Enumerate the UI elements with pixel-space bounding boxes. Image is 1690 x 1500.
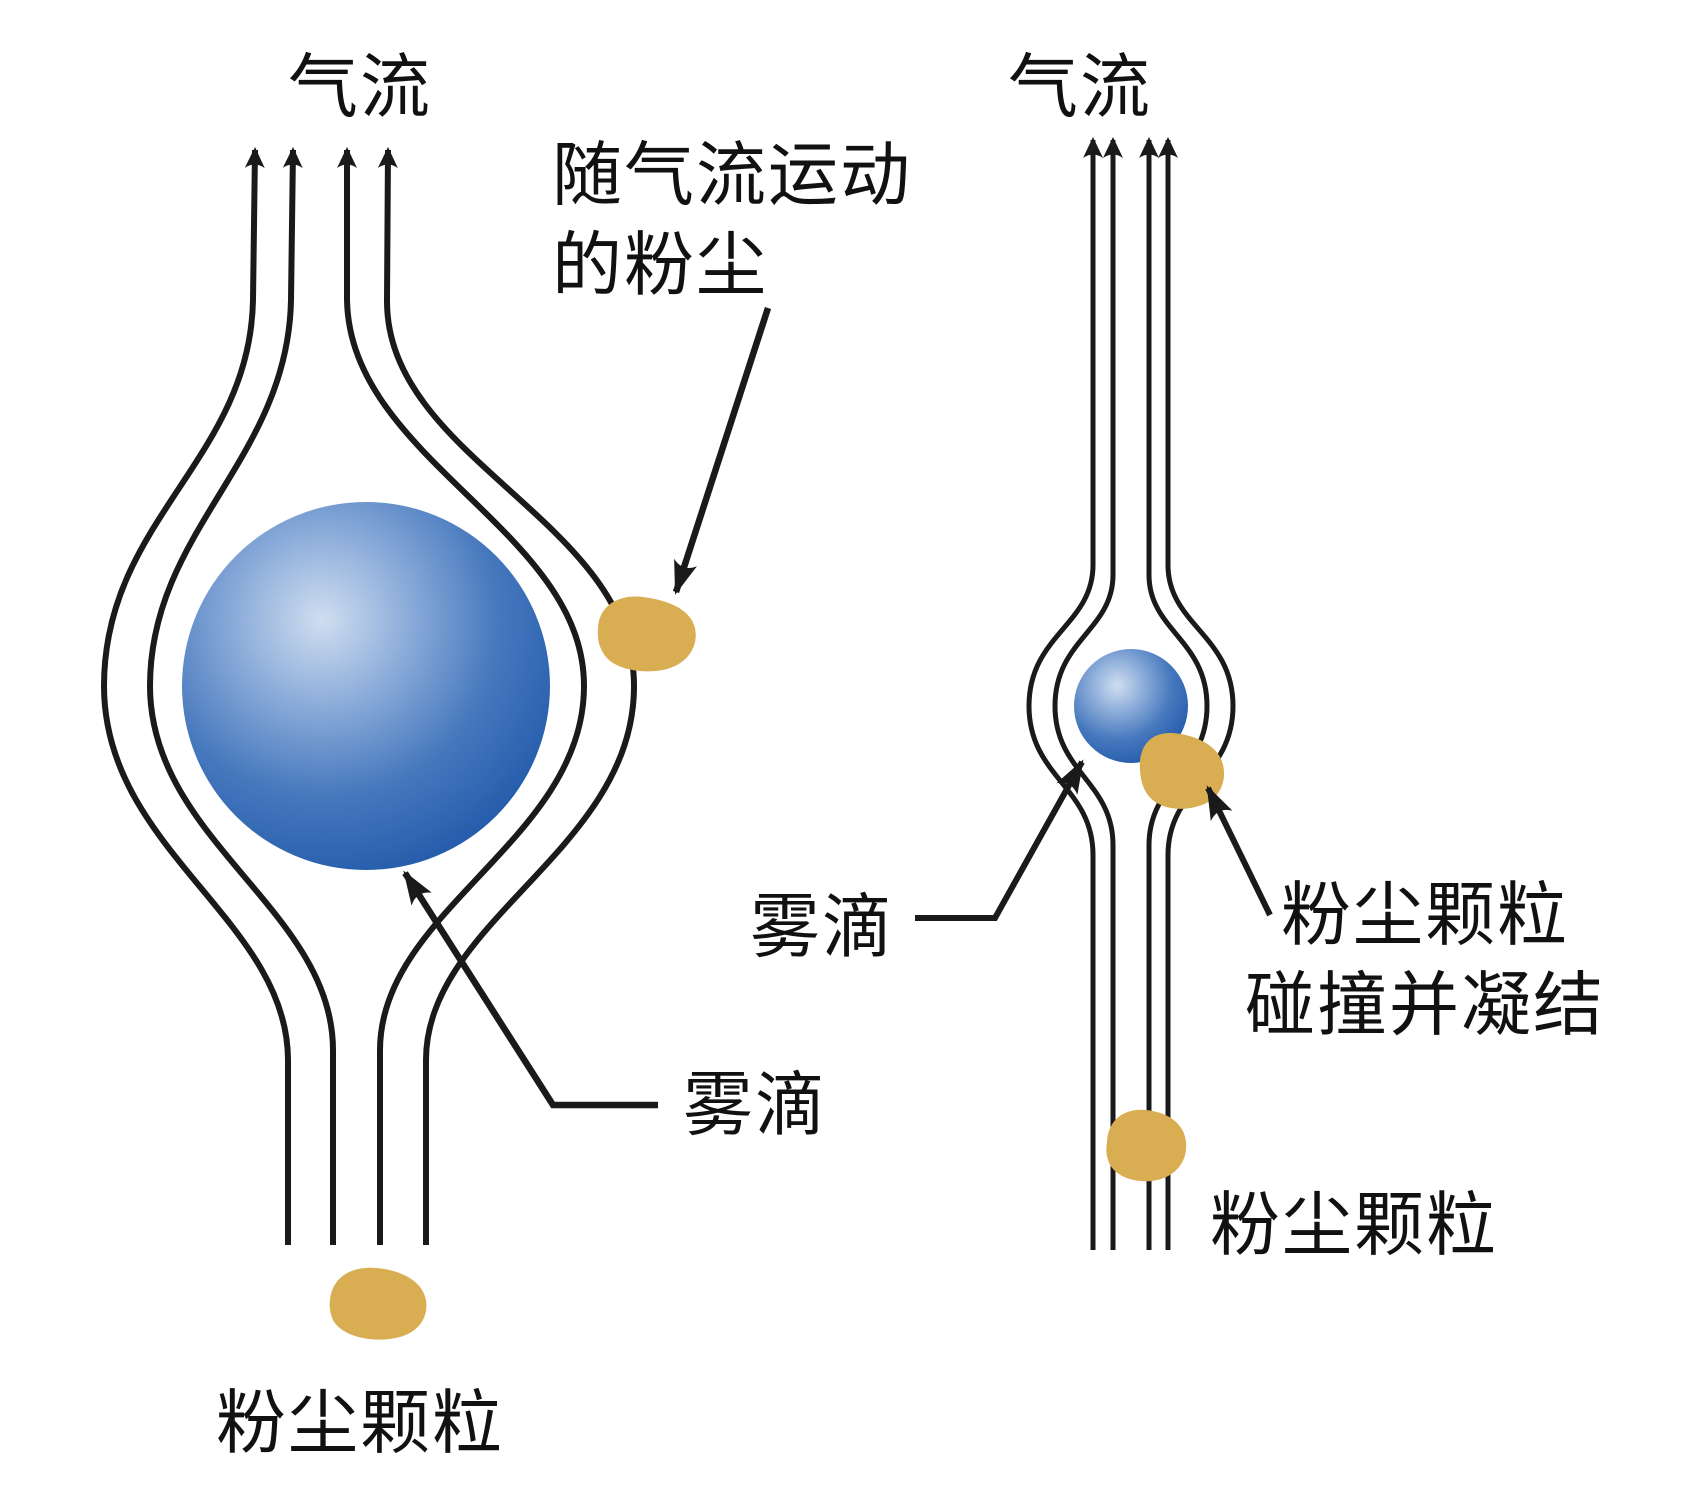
collision-label-line2: 碰撞并凝结	[1245, 966, 1605, 1044]
collision-label-line1: 粉尘颗粒	[1281, 876, 1569, 954]
left-airflow-label: 气流	[288, 48, 432, 126]
left-streamlines	[100, 147, 638, 1245]
collision-leader-arrow	[1205, 785, 1273, 917]
right-streamline-outer-right	[1158, 137, 1236, 1250]
left-dust-on-streamline	[597, 596, 696, 672]
right-streamlines	[1026, 137, 1236, 1250]
left-streamline-inner-left	[146, 147, 336, 1245]
collision-label: 粉尘颗粒 碰撞并凝结	[1240, 870, 1610, 1050]
right-dust-particle	[1106, 1109, 1187, 1182]
left-leader-arrows	[402, 306, 772, 1109]
moving-dust-label-line2: 的粉尘	[552, 226, 768, 304]
moving-dust-label-line1: 随气流运动	[552, 136, 912, 214]
left-droplet-label: 雾滴	[683, 1066, 827, 1144]
right-streamline-inner-right	[1139, 137, 1210, 1250]
right-streamline-inner-left	[1052, 137, 1123, 1250]
right-dust-colliding	[1139, 732, 1225, 809]
left-droplet-leader-arrow	[402, 870, 658, 1109]
right-airflow-label: 气流	[1008, 48, 1152, 126]
left-fog-droplet	[182, 502, 550, 870]
left-dust-particle-label: 粉尘颗粒	[216, 1384, 504, 1462]
left-streamline-outer-right	[377, 147, 638, 1245]
right-droplet-label: 雾滴	[750, 888, 894, 966]
moving-dust-leader-arrow	[672, 306, 772, 595]
right-dust-particle-label: 粉尘颗粒	[1210, 1186, 1498, 1264]
left-dust-particle	[329, 1267, 427, 1340]
right-leader-arrows	[915, 759, 1273, 921]
right-streamline-outer-left	[1026, 137, 1103, 1250]
left-streamline-outer-left	[100, 147, 291, 1245]
left-streamline-inner-right	[337, 147, 588, 1245]
right-droplet-leader-arrow	[915, 759, 1085, 921]
moving-dust-label: 随气流运动 的粉尘	[552, 130, 912, 310]
